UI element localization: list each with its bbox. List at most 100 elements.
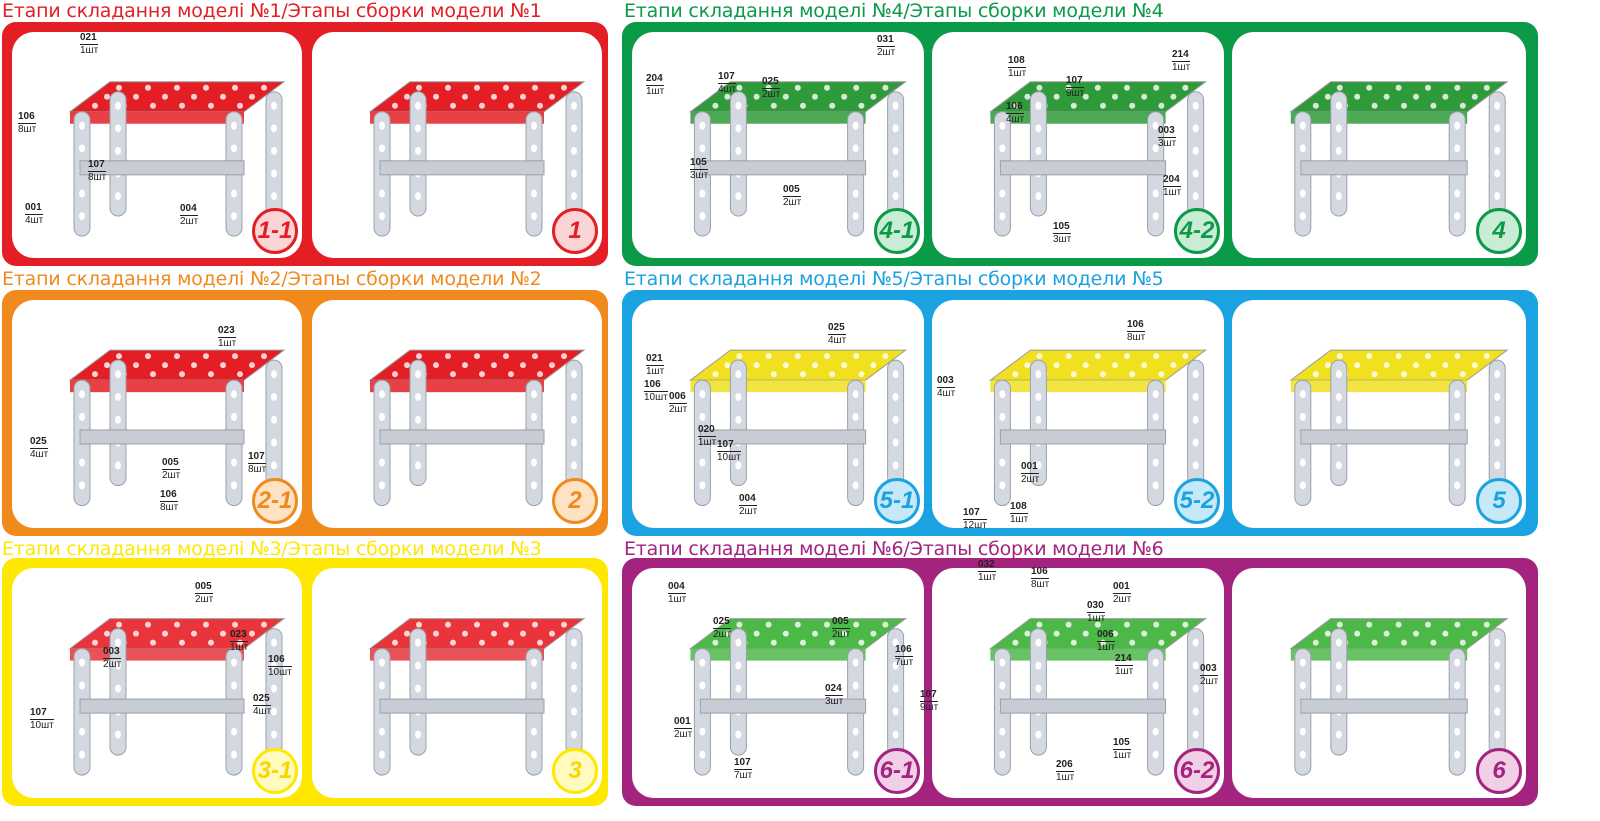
part-number: 024 [825, 683, 844, 696]
model-illustration [1289, 618, 1509, 776]
part-number: 108 [1008, 55, 1027, 68]
part-quantity: 1шт [1097, 642, 1116, 653]
part-number: 106 [644, 380, 668, 392]
step-panel-6-1: 6-1 [632, 568, 924, 798]
part-quantity: 10шт [30, 720, 54, 731]
part-number: 006 [669, 391, 688, 404]
part-quantity: 1шт [646, 86, 665, 97]
part-quantity: 4шт [253, 706, 272, 717]
part-number: 030 [1087, 600, 1106, 613]
section-title: Етапи складання моделі №3/Этапы сборки м… [2, 538, 542, 560]
part-quantity: 4шт [30, 449, 49, 460]
part-quantity: 2шт [195, 594, 214, 605]
part-quantity: 2шт [669, 404, 688, 415]
part-quantity: 2шт [674, 729, 693, 740]
part-number: 004 [668, 581, 687, 594]
part-number: 105 [690, 157, 709, 170]
part-number: 001 [1021, 461, 1040, 474]
step-badge: 3-1 [252, 748, 298, 794]
part-quantity: 2шт [162, 470, 181, 481]
part-number: 105 [1053, 221, 1072, 234]
step-badge: 6-1 [874, 748, 920, 794]
step-badge: 3 [552, 748, 598, 794]
section-title: Етапи складання моделі №2/Этапы сборки м… [2, 268, 542, 290]
section-title: Етапи складання моделі №6/Этапы сборки м… [624, 538, 1164, 560]
part-quantity: 2шт [1200, 676, 1219, 687]
part-quantity: 1шт [1115, 666, 1134, 677]
part-quantity: 8шт [1127, 332, 1146, 343]
part-quantity: 4шт [25, 215, 44, 226]
part-number: 001 [25, 202, 44, 215]
part-quantity: 2шт [103, 659, 122, 670]
part-number: 005 [162, 457, 181, 470]
step-panel-6-2: 6-2 [932, 568, 1224, 798]
step-panel-2-1: 2-1 [12, 300, 302, 528]
part-number: 004 [739, 493, 758, 506]
section-title: Етапи складання моделі №4/Этапы сборки м… [624, 0, 1164, 22]
part-quantity: 7шт [734, 770, 753, 781]
part-quantity: 10шт [644, 392, 668, 403]
model-illustration [1289, 349, 1509, 507]
model-illustration [688, 618, 908, 776]
step-badge: 5-2 [1174, 478, 1220, 524]
step-panel-2: 2 [312, 300, 602, 528]
part-number: 025 [30, 436, 49, 449]
part-quantity: 8шт [248, 464, 267, 475]
part-number: 214 [1115, 653, 1134, 666]
part-quantity: 2шт [783, 197, 802, 208]
part-number: 003 [937, 375, 956, 388]
part-number: 106 [1127, 319, 1146, 332]
part-quantity: 10шт [717, 452, 741, 463]
part-quantity: 2шт [713, 629, 732, 640]
part-quantity: 1шт [668, 594, 687, 605]
part-number: 204 [1163, 174, 1182, 187]
part-number: 025 [828, 322, 847, 335]
part-number: 107 [734, 757, 753, 770]
step-badge: 4 [1476, 208, 1522, 254]
model-illustration [368, 81, 586, 237]
part-number: 106 [1006, 101, 1025, 114]
step-panel-4: 4 [1232, 32, 1526, 258]
part-number: 108 [1010, 501, 1029, 514]
model-illustration [988, 349, 1208, 507]
part-quantity: 9шт [920, 702, 939, 713]
part-quantity: 2шт [180, 216, 199, 227]
part-quantity: 1шт [1056, 772, 1075, 783]
model-illustration [68, 349, 286, 507]
step-panel-5-1: 5-1 [632, 300, 924, 528]
part-number: 020 [698, 424, 717, 437]
part-number: 206 [1056, 759, 1075, 772]
part-quantity: 2шт [877, 47, 896, 58]
part-quantity: 8шт [18, 124, 37, 135]
part-quantity: 4шт [937, 388, 956, 399]
model-illustration [68, 81, 286, 237]
